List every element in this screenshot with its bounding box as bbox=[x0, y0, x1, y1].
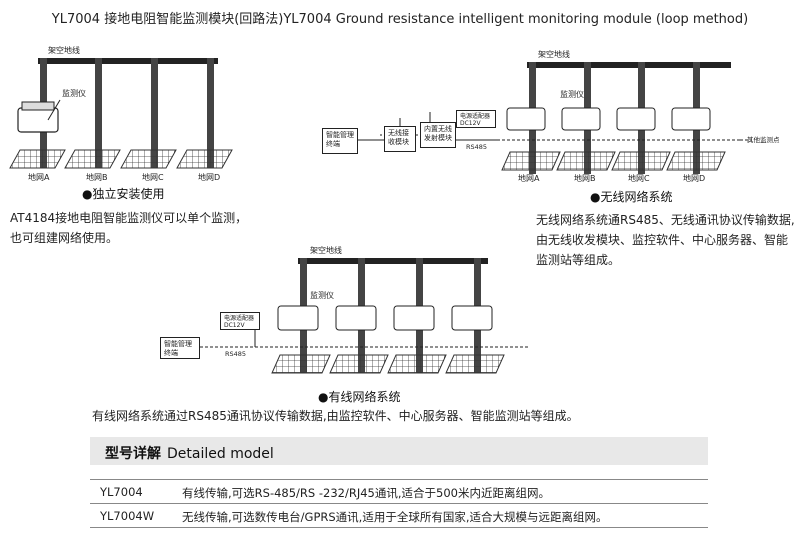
d3-overhead-label: 架空地线 bbox=[310, 246, 342, 255]
d3-power-adapter: 电源适配器DC12V bbox=[220, 312, 260, 330]
d2-overhead-label: 架空地线 bbox=[538, 50, 570, 59]
d2-ground-c: 地网C bbox=[628, 174, 650, 183]
d2-ground-d: 地网D bbox=[683, 174, 706, 183]
d1-description: AT4184接地电阻智能监测仪可以单个监测，也可组建网络使用。 bbox=[10, 211, 248, 245]
d2-description: 无线网络系统通RS485、无线通讯协议传输数据,由无线收发模块、监控软件、中心服… bbox=[536, 213, 795, 267]
d2-caption: ●无线网络系统 bbox=[590, 190, 673, 204]
d3-caption: ●有线网络系统 bbox=[318, 390, 401, 404]
d2-management-terminal: 智能管理终端 bbox=[322, 128, 358, 154]
model-header-bar bbox=[90, 437, 708, 465]
d2-transmitter-module: 内置无线发射模块 bbox=[420, 122, 456, 148]
diagram3-ground-grids bbox=[271, 354, 505, 374]
d2-other-points-label: 其他监测点 bbox=[747, 136, 780, 144]
diagram2-tower-structure bbox=[356, 62, 752, 174]
table-row: YL7004 有线传输,可选RS-485/RS -232/RJ45通讯,适合于5… bbox=[90, 481, 708, 504]
d2-power-adapter: 电源适配器DC12V bbox=[456, 110, 496, 128]
d3-description: 有线网络系统通过RS485通讯协议传输数据,由监控软件、中心服务器、智能监测站等… bbox=[92, 409, 579, 423]
diagram1-monitor-device bbox=[17, 99, 61, 133]
diagram3-monitor-devices bbox=[277, 305, 493, 331]
model-description: 无线传输,可选数传电台/GPRS通讯,适用于全球所有国家,适合大规模与远距离组网… bbox=[182, 510, 608, 524]
diagram2-ground-grids bbox=[501, 151, 726, 171]
d1-ground-c: 地网C bbox=[142, 173, 164, 182]
model-table-top-border bbox=[90, 479, 708, 480]
d2-ground-b: 地网B bbox=[574, 174, 596, 183]
model-heading: 型号详解 Detailed model bbox=[105, 443, 274, 463]
model-name: YL7004W bbox=[100, 509, 155, 523]
table-row: YL7004W 无线传输,可选数传电台/GPRS通讯,适用于全球所有国家,适合大… bbox=[90, 505, 708, 528]
d1-ground-d: 地网D bbox=[198, 173, 221, 182]
d2-ground-a: 地网A bbox=[518, 174, 540, 183]
model-name: YL7004 bbox=[100, 485, 143, 499]
d3-management-terminal: 智能管理终端 bbox=[160, 337, 200, 359]
d1-ground-b: 地网B bbox=[86, 173, 108, 182]
diagram3-tower-structure bbox=[200, 258, 530, 374]
d1-caption: ●独立安装使用 bbox=[82, 187, 165, 201]
model-heading-en: Detailed model bbox=[167, 446, 274, 462]
d2-monitor-label: 监测仪 bbox=[560, 90, 584, 99]
diagram2-monitor-devices bbox=[506, 107, 711, 131]
d1-monitor-label: 监测仪 bbox=[62, 89, 86, 98]
model-description: 有线传输,可选RS-485/RS -232/RJ45通讯,适合于500米内近距离… bbox=[182, 486, 550, 500]
d3-monitor-label: 监测仪 bbox=[310, 291, 334, 300]
d2-rs485-label: RS485 bbox=[466, 143, 488, 151]
diagram1-tower-structure bbox=[9, 58, 233, 169]
d3-rs485-label: RS485 bbox=[225, 350, 247, 358]
page-title: YL7004 接地电阻智能监测模块(回路法)YL7004 Ground resi… bbox=[51, 12, 749, 27]
d1-overhead-label: 架空地线 bbox=[48, 46, 80, 55]
d1-ground-a: 地网A bbox=[28, 173, 50, 182]
d2-receiver-module: 无线接收模块 bbox=[384, 126, 416, 152]
model-heading-cn: 型号详解 bbox=[105, 446, 161, 462]
diagram1-ground-grids bbox=[9, 149, 233, 169]
